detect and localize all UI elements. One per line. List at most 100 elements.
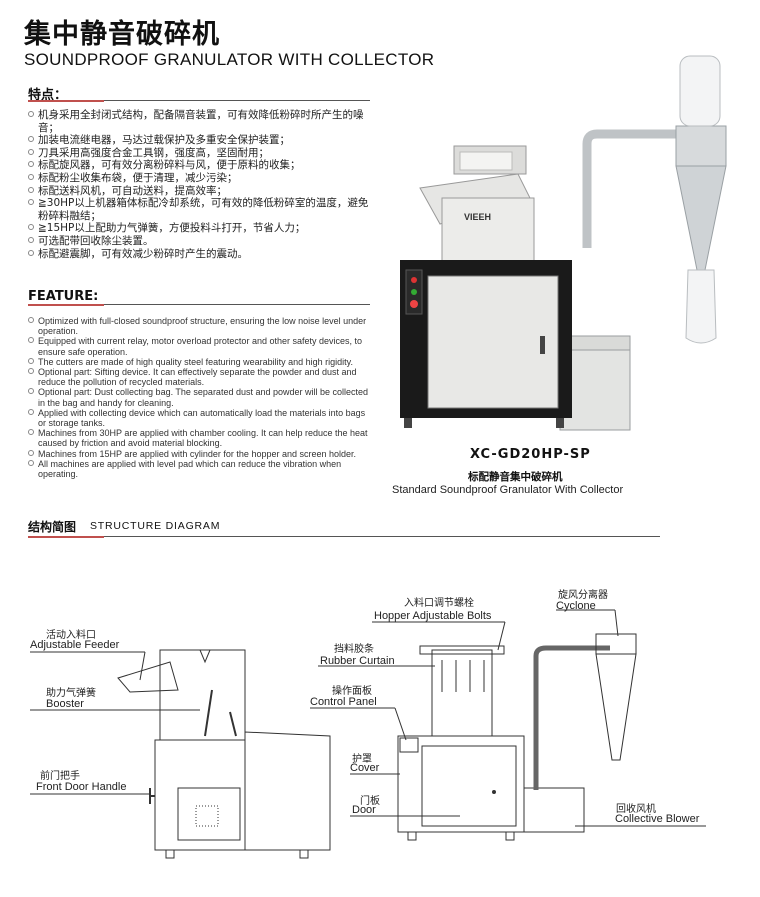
feature-en-item-text: Optional part: Dust collecting bag. The …	[38, 387, 369, 408]
bullet-icon	[28, 136, 34, 143]
structure-heading-cn: 结构简图	[28, 520, 77, 534]
leader-cyclone-2	[614, 609, 619, 637]
front-door-knob	[492, 790, 496, 794]
feature-cn-item: ≧30HP以上机器箱体标配冷却系统，可有效的降低粉碎室的温度，避免粉碎料融结；	[28, 197, 373, 222]
label-feeder-cn: 活动入料口	[46, 630, 96, 641]
front-hopper-lip	[419, 645, 505, 655]
feature-cn-item-text: 标配粉尘收集布袋，便于清理，减少污染；	[38, 171, 238, 184]
page-title-en: SOUNDPROOF GRANULATOR WITH COLLECTOR	[24, 50, 435, 69]
feature-cn-item: 机身采用全封闭式结构，配备隔音装置，可有效降低粉碎时所产生的噪音；	[28, 109, 373, 134]
feature-cn-item-text: 标配避震脚，可有效减少粉碎时产生的震动。	[38, 247, 248, 260]
features-cn-accent	[28, 100, 104, 102]
cyclone-head	[595, 633, 637, 655]
side-feeder	[117, 661, 179, 693]
door-handle	[540, 336, 545, 354]
bullet-icon	[28, 429, 34, 436]
feature-en-item: Machines from 30HP are applied with cham…	[28, 428, 373, 448]
bullet-icon	[28, 337, 34, 344]
label-blower-cn: 回收风机	[616, 804, 656, 815]
label-booster-en: Booster	[46, 698, 84, 710]
feature-cn-item: 标配粉尘收集布袋，便于清理，减少污染；	[28, 172, 373, 185]
label-cyclone-cn: 旋风分离器	[558, 590, 608, 601]
label-door-en: Door	[352, 804, 376, 816]
label-cover-en: Cover	[350, 762, 380, 774]
cyclone-cone	[675, 165, 727, 271]
foot-right	[556, 418, 564, 428]
emergency-stop	[410, 300, 418, 308]
feature-en-item: Optional part: Sifting device. It can ef…	[28, 367, 373, 387]
side-booster-1	[204, 689, 213, 737]
label-feeder-en: Adjustable Feeder	[30, 639, 120, 651]
page-title-cn: 集中静音破碎机	[24, 19, 220, 50]
leader-bolts-2	[497, 621, 506, 651]
structure-diagram	[30, 609, 706, 859]
feature-en-item: Optional part: Dust collecting bag. The …	[28, 387, 373, 408]
structure-accent	[28, 536, 104, 538]
feature-en-item-text: Optional part: Sifting device. It can ef…	[38, 367, 357, 388]
hopper-body	[441, 197, 535, 263]
features-cn-heading: 特点：	[28, 88, 68, 103]
bullet-icon	[28, 148, 34, 155]
features-cn-rule	[28, 100, 370, 101]
foot-left	[404, 418, 412, 428]
feature-en-item: Optimized with full-closed soundproof st…	[28, 316, 373, 336]
feature-cn-item: 标配旋风器，可有效分离粉碎料与风，便于原料的收集；	[28, 159, 373, 172]
bullet-icon	[28, 173, 34, 180]
side-motor-grill	[195, 805, 219, 827]
front-foot-l	[407, 831, 417, 841]
label-panel-en: Control Panel	[310, 696, 377, 708]
feature-cn-item-text: 加装电流继电器，马达过载保护及多重安全保护装置；	[38, 134, 290, 147]
feature-en-item: Machines from 15HP are applied with cyli…	[28, 449, 373, 459]
label-blower-en: Collective Blower	[615, 813, 700, 825]
label-cover-cn: 护罩	[352, 754, 372, 765]
front-duct	[533, 645, 610, 790]
features-en-list: Optimized with full-closed soundproof st…	[28, 316, 373, 479]
bullet-icon	[28, 408, 34, 415]
label-bolts-cn: 入料口调节螺栓	[404, 598, 474, 609]
feature-cn-item-text: ≧30HP以上机器箱体标配冷却系统，可有效的降低粉碎室的温度，避免粉碎料融结；	[38, 197, 369, 222]
dust-bag-bottom	[685, 269, 717, 344]
structure-rule	[28, 536, 660, 537]
leader-feeder-2	[139, 651, 146, 681]
side-motor	[177, 787, 241, 841]
front-panel	[399, 737, 419, 753]
product-photo: VIEEH	[400, 55, 727, 431]
side-hopper-notch	[199, 649, 211, 664]
front-cabinet	[397, 735, 525, 833]
duct-pipe	[582, 129, 680, 248]
feature-en-item: Equipped with current relay, motor overl…	[28, 336, 373, 357]
front-blower	[523, 787, 585, 833]
feature-cn-item: 标配送料风机，可自动送料，提高效率；	[28, 185, 373, 198]
bullet-icon	[28, 357, 34, 364]
feature-cn-item: 刀具采用高强度合金工具钢，强度高，坚固耐用；	[28, 147, 373, 160]
side-foot-l	[165, 849, 175, 859]
label-curtain-en: Rubber Curtain	[320, 655, 395, 667]
bullet-icon	[28, 224, 34, 231]
cyclone-cone-line	[595, 653, 637, 761]
feature-cn-item-text: 标配旋风器，可有效分离粉碎料与风，便于原料的收集；	[38, 159, 301, 172]
cyclone-body	[675, 125, 727, 167]
hopper-grill	[459, 151, 513, 171]
feature-cn-item: 标配避震脚，可有效减少粉碎时产生的震动。	[28, 248, 373, 261]
side-body	[154, 731, 331, 851]
feature-cn-item-text: 可选配带回收除尘装置。	[38, 234, 154, 247]
feature-en-item-text: Applied with collecting device which can…	[38, 407, 366, 429]
label-panel-cn: 操作面板	[332, 686, 372, 697]
feature-en-item-text: Machines from 15HP are applied with cyli…	[38, 448, 357, 459]
feature-cn-item: 可选配带回收除尘装置。	[28, 235, 373, 248]
feature-en-item-text: The cutters are made of high quality ste…	[38, 356, 354, 367]
feature-en-item-text: Optimized with full-closed soundproof st…	[38, 316, 367, 337]
feature-cn-item-text: ≧15HP以上配助力气弹簧，方便投料斗打开，节省人力；	[38, 222, 306, 235]
front-door	[421, 745, 517, 827]
bullet-icon	[28, 449, 34, 456]
side-booster-2	[229, 711, 237, 737]
bullet-icon	[28, 236, 34, 243]
leader-panel-2	[394, 707, 407, 741]
bullet-icon	[28, 249, 34, 256]
feature-en-item: The cutters are made of high quality ste…	[28, 357, 373, 367]
features-en-heading: FEATURE:	[28, 289, 99, 304]
bullet-icon	[28, 161, 34, 168]
bullet-icon	[28, 368, 34, 375]
feature-cn-item-text: 刀具采用高强度合金工具钢，强度高，坚固耐用；	[38, 146, 269, 159]
features-en-rule	[28, 304, 370, 305]
